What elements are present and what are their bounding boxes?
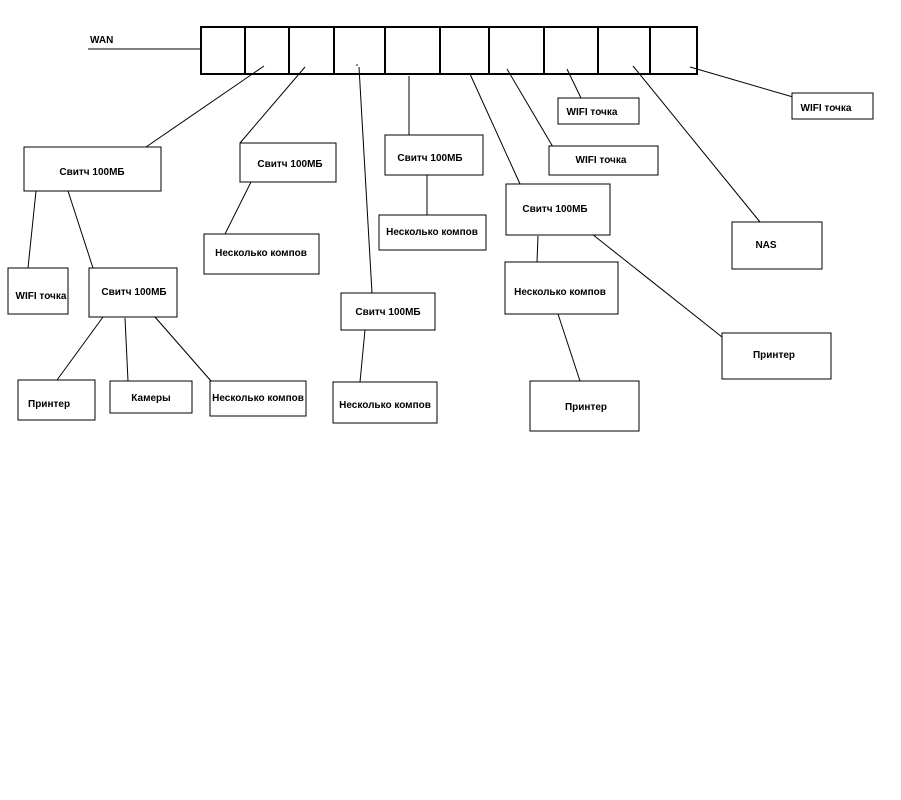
- node-switch-e: Свитч 100МБ: [505, 183, 611, 236]
- wan-label: WAN: [90, 35, 113, 46]
- node-switch-c: Свитч 100МБ: [340, 292, 436, 331]
- link-port7-wifi-c: [506, 68, 554, 148]
- printer-e2-label: Принтер: [753, 350, 795, 361]
- link-port6-switch-e: [469, 73, 521, 185]
- switch-d-label: Свитч 100МБ: [397, 153, 462, 164]
- node-wifi-c: WIFI точка: [548, 145, 659, 176]
- router-port-5: [384, 26, 441, 75]
- node-wifi-a: WIFI точка: [7, 267, 69, 315]
- node-switch-d: Свитч 100МБ: [384, 134, 484, 176]
- switch-e-label: Свитч 100МБ: [522, 204, 587, 215]
- pcs-d-label: Несколько компов: [386, 227, 478, 238]
- node-wifi-b: WIFI точка: [557, 97, 640, 125]
- printer-a-label: Принтер: [28, 399, 70, 410]
- printer-e-label: Принтер: [565, 402, 607, 413]
- switch-c-label: Свитч 100МБ: [355, 307, 420, 318]
- router-port-6: [439, 26, 490, 75]
- wifi-a-label: WIFI точка: [16, 291, 67, 302]
- node-pcs-c: Несколько компов: [332, 381, 438, 424]
- node-printer-a: Принтер: [17, 379, 96, 421]
- link-port8-wifi-b: [566, 68, 582, 99]
- node-switch-a2: Свитч 100МБ: [88, 267, 178, 318]
- node-cameras: Камеры: [109, 380, 193, 414]
- pcs-b-label: Несколько компов: [215, 248, 307, 259]
- node-wifi-d: WIFI точка: [791, 92, 874, 120]
- router-port-4: [333, 26, 386, 75]
- link-switch-a2-cameras: [124, 317, 129, 382]
- pcs-a-label: Несколько компов: [212, 393, 304, 404]
- connections: [27, 65, 794, 383]
- node-pcs-a: Несколько компов: [209, 380, 307, 417]
- link-switch-a2-pcs: [154, 316, 212, 382]
- link-port9-nas: [632, 65, 761, 223]
- router-port-9: [597, 26, 651, 75]
- router-port-1: [200, 26, 246, 75]
- wifi-c-label: WIFI точка: [576, 155, 627, 166]
- link-switch-a2-printer: [56, 316, 104, 381]
- pcs-c-label: Несколько компов: [339, 400, 431, 411]
- router-port-8: [543, 26, 599, 75]
- node-pcs-d: Несколько компов: [378, 214, 487, 251]
- switch-b-label: Свитч 100МБ: [257, 159, 322, 170]
- router-port-10: [649, 26, 698, 75]
- node-nas: NAS: [731, 221, 823, 270]
- router-port-7: [488, 26, 545, 75]
- router-port-2: [244, 26, 290, 75]
- switch-a-label: Свитч 100МБ: [59, 167, 124, 178]
- node-pcs-b: Несколько компов: [203, 233, 320, 275]
- link-port4-switch-c: [358, 66, 373, 294]
- router-port-3: [288, 26, 335, 75]
- link-port2-switch-a: [145, 65, 265, 148]
- link-port3-switch-b: [239, 66, 306, 144]
- router-port-strip: [200, 26, 698, 75]
- link-switch-a-switch-a2: [67, 190, 94, 269]
- nas-label: NAS: [755, 240, 776, 251]
- link-pcs-e-printer: [557, 313, 581, 382]
- cameras-label: Камеры: [131, 393, 170, 404]
- switch-a2-label: Свитч 100МБ: [101, 287, 166, 298]
- wifi-d-label: WIFI точка: [801, 103, 852, 114]
- link-switch-e-pcs: [536, 235, 539, 263]
- node-printer-e: Принтер: [529, 380, 640, 432]
- node-switch-b: Свитч 100МБ: [239, 142, 337, 183]
- node-switch-a: Свитч 100МБ: [23, 146, 162, 192]
- link-switch-a-wifi-a: [27, 190, 37, 269]
- stray-dot: [356, 64, 358, 66]
- wifi-b-label: WIFI точка: [567, 107, 618, 118]
- link-switch-c-pcs: [359, 329, 366, 383]
- node-pcs-e: Несколько компов: [504, 261, 619, 315]
- link-switch-b-pcs: [224, 181, 252, 235]
- pcs-e-label: Несколько компов: [514, 287, 606, 298]
- node-printer-e2: Принтер: [721, 332, 832, 380]
- link-port10-wifi-d: [689, 66, 794, 98]
- link-switch-e-printer: [591, 233, 723, 338]
